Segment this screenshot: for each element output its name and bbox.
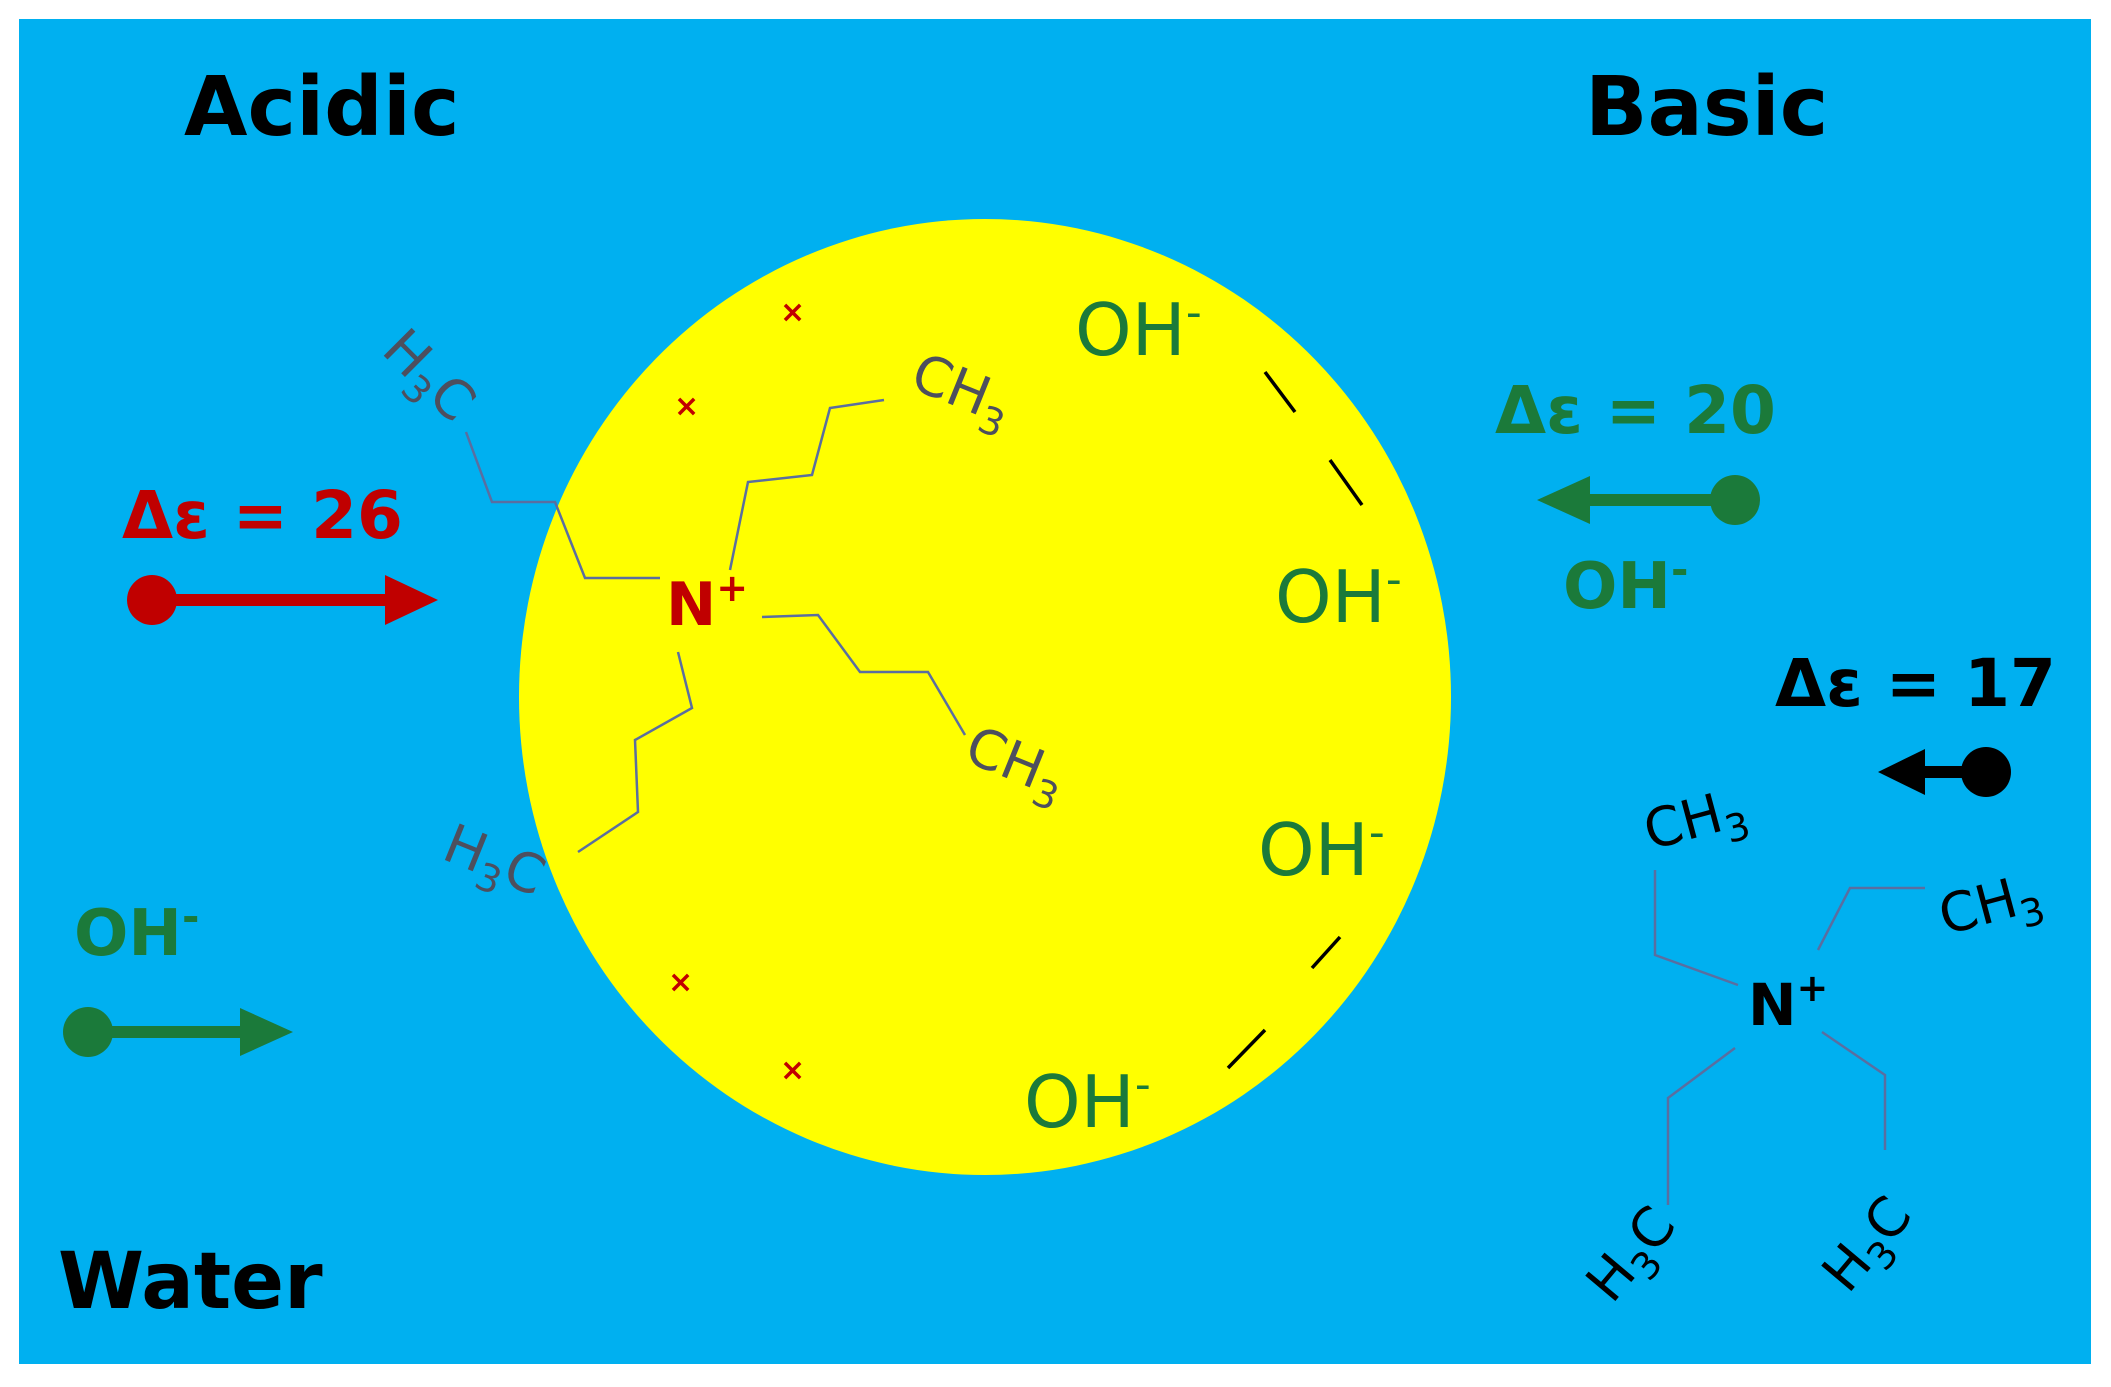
surface-site-marks: × × × × (668, 295, 805, 1088)
basic-oh-arrow (1537, 475, 1760, 525)
acidic-arrow (127, 575, 438, 625)
svg-text:OH-: OH- (1075, 287, 1202, 372)
particle (519, 219, 1451, 1175)
svg-text:OH-: OH- (1275, 554, 1402, 639)
surface-oh-2: OH- (1275, 554, 1402, 639)
tba-nitrogen: N+ (666, 566, 748, 640)
water-oh-arrow (63, 1007, 293, 1057)
svg-text:OH-: OH- (1024, 1059, 1151, 1144)
basic-oh-energy-label: Δε = 20 (1495, 372, 1776, 449)
water-label: Water (58, 1237, 323, 1327)
acidic-label: Acidic (184, 60, 460, 155)
svg-text:×: × (674, 389, 699, 424)
basic-oh-label: OH- (1563, 545, 1688, 624)
svg-text:×: × (780, 295, 805, 330)
surface-oh-3: OH- (1258, 807, 1385, 892)
svg-text:OH-: OH- (1258, 807, 1385, 892)
acidic-energy-label: Δε = 26 (122, 477, 403, 554)
surface-oh-1: OH- (1075, 287, 1202, 372)
tea-nitrogen: N+ (1748, 966, 1828, 1039)
surface-oh-4: OH- (1024, 1059, 1151, 1144)
svg-text:×: × (668, 965, 693, 1000)
basic-tea-energy-label: Δε = 17 (1775, 645, 2056, 722)
svg-text:×: × (780, 1053, 805, 1088)
water-oh-label: OH- (74, 892, 199, 971)
surface-bond-dashes (1226, 370, 1364, 1070)
basic-tea-arrow (1878, 747, 2011, 797)
basic-label: Basic (1585, 60, 1828, 155)
